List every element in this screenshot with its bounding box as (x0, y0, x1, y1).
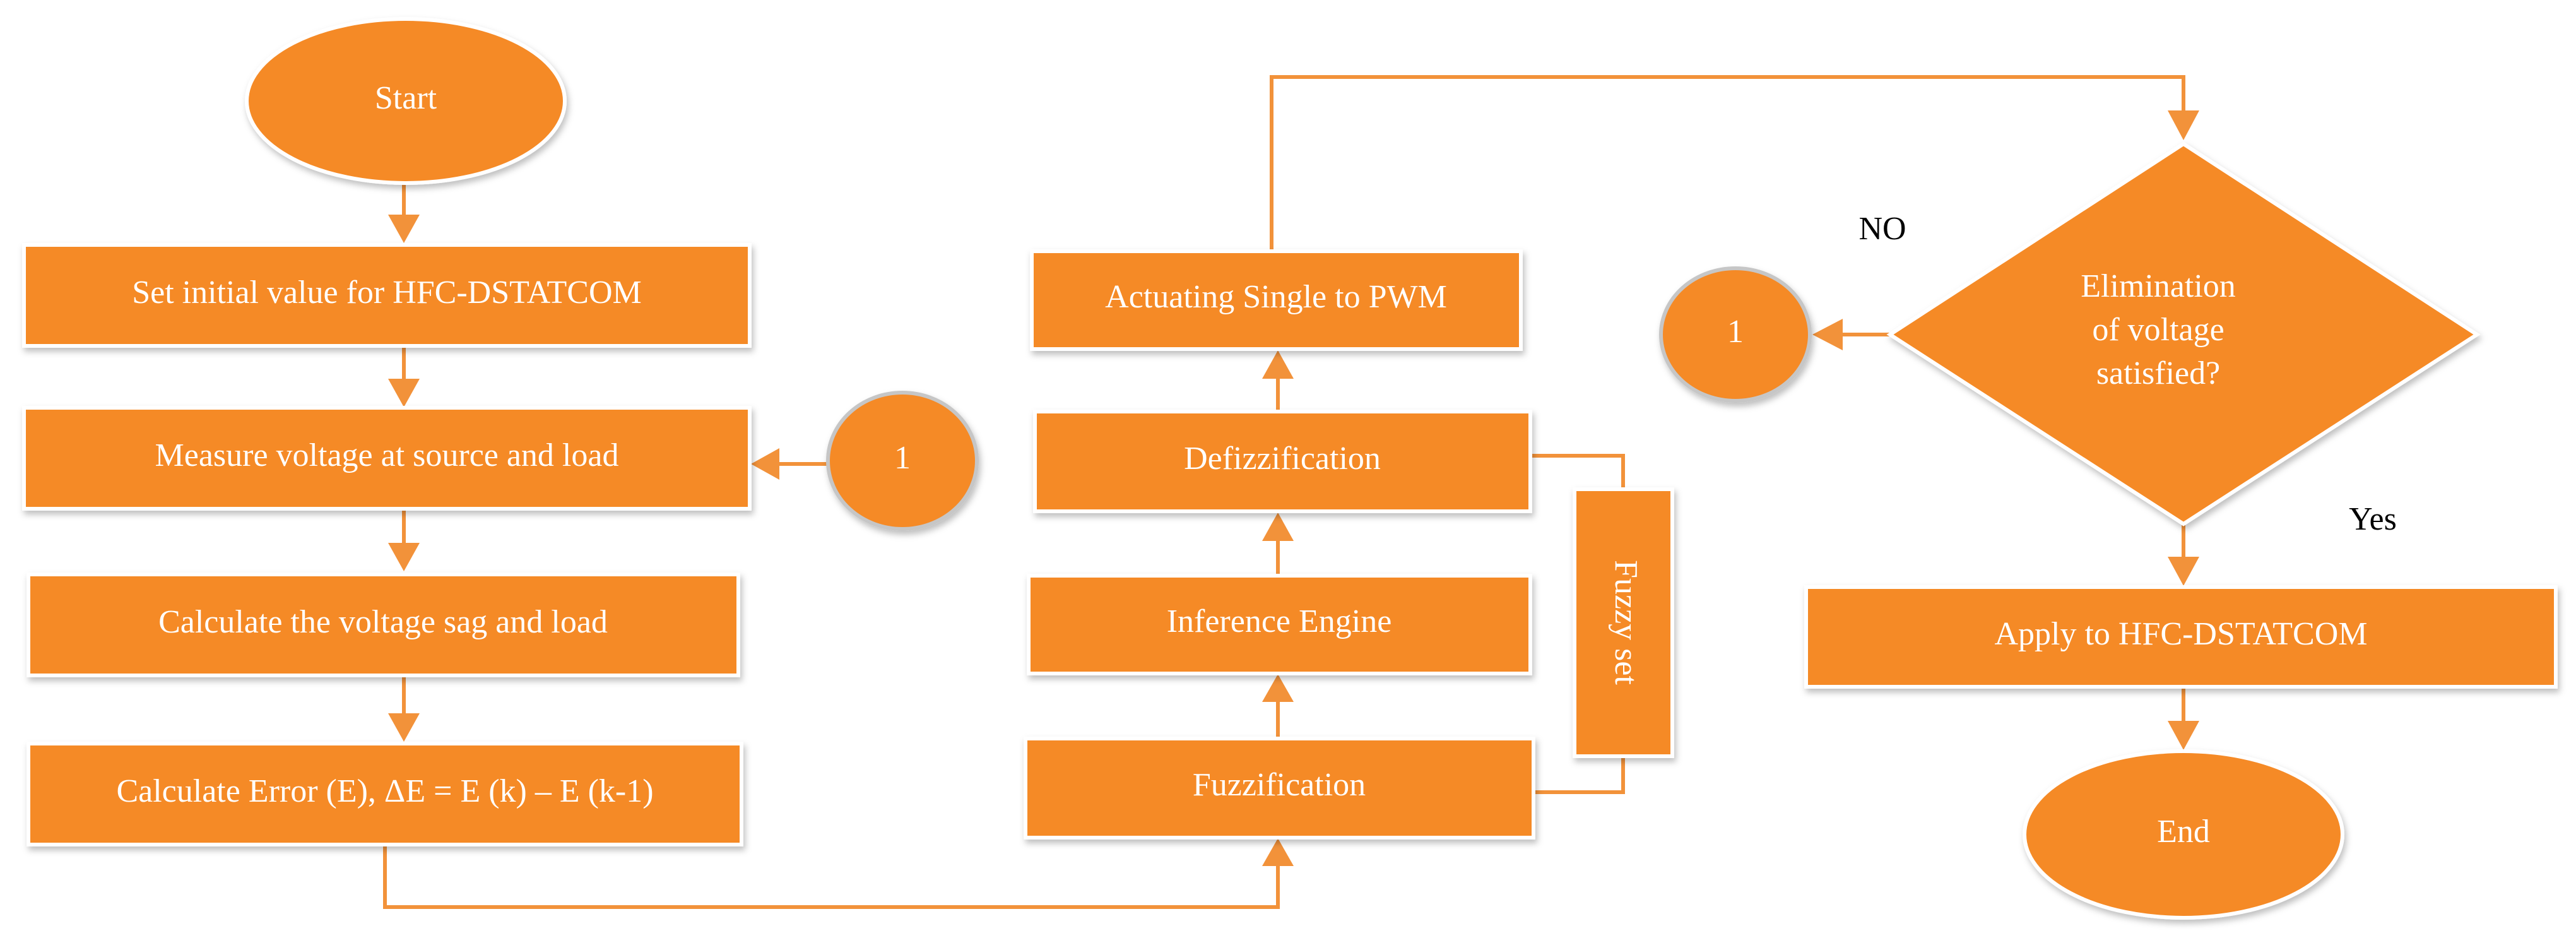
arrowhead (1812, 319, 1843, 350)
fuzzy-set-label: Fuzzy set (1608, 560, 1644, 685)
end-node: End (2023, 749, 2344, 920)
decision-line-2: of voltage (2092, 312, 2224, 348)
set-initial-label: Set initial value for HFC-DSTATCOM (132, 275, 642, 311)
decision-line-3: satisfied? (2096, 355, 2220, 391)
arrowhead (2168, 557, 2199, 586)
fuzzy-set-link-bottom (1533, 756, 1625, 794)
connector-1-left-label: 1 (894, 440, 911, 476)
apply-box: Apply to HFC-DSTATCOM (1804, 585, 2558, 689)
arrowhead (388, 215, 420, 243)
calc-error-label: Calculate Error (E), ΔE = E (k) – E (k-1… (116, 773, 653, 809)
yes-label: Yes (2349, 501, 2397, 537)
calc-sag-box: Calculate the voltage sag and load (27, 573, 740, 677)
fuzzy-set-box: Fuzzy set (1573, 487, 1674, 758)
defuzzification-box: Defizzification (1033, 410, 1532, 513)
decision-line-1: Elimination (2081, 268, 2236, 304)
calc-error-box: Calculate Error (E), ΔE = E (k) – E (k-1… (27, 742, 743, 846)
measure-label: Measure voltage at source and load (155, 437, 619, 473)
start-node: Start (245, 17, 567, 185)
arrowhead (751, 448, 779, 480)
arrowhead (1262, 838, 1294, 866)
measure-box: Measure voltage at source and load (22, 406, 752, 511)
arrowhead (388, 379, 420, 407)
start-label: Start (375, 80, 437, 116)
end-label: End (2157, 814, 2210, 850)
arrow-actuating-to-decision (1270, 75, 2185, 251)
arrowhead (1262, 513, 1294, 541)
fuzzy-set-link-top (1530, 454, 1625, 489)
fuzzification-label: Fuzzification (1193, 767, 1366, 803)
arrowhead (1262, 350, 1294, 379)
connector-1-left: 1 (826, 391, 979, 531)
arrowhead (1262, 674, 1294, 702)
inference-engine-box: Inference Engine (1027, 574, 1532, 675)
set-initial-box: Set initial value for HFC-DSTATCOM (22, 243, 752, 348)
arrowhead (388, 543, 420, 571)
calc-sag-label: Calculate the voltage sag and load (158, 604, 608, 640)
actuating-box: Actuating Single to PWM (1030, 249, 1523, 351)
apply-label: Apply to HFC-DSTATCOM (1994, 616, 2367, 652)
arrowhead (2168, 110, 2199, 140)
actuating-label: Actuating Single to PWM (1105, 279, 1447, 315)
arrowhead (388, 713, 420, 742)
arrow-error-to-fuzzification (383, 845, 1280, 909)
inference-engine-label: Inference Engine (1167, 603, 1392, 639)
decision-diamond: Elimination of voltage satisfied? (1886, 141, 2481, 526)
fuzzification-box: Fuzzification (1024, 737, 1535, 840)
connector-1-right-label: 1 (1727, 314, 1744, 350)
defuzzification-label: Defizzification (1184, 441, 1381, 477)
connector-1-right: 1 (1659, 266, 1812, 403)
arrowhead (2168, 721, 2199, 750)
no-label: NO (1858, 211, 1906, 247)
connectors (383, 75, 2199, 909)
